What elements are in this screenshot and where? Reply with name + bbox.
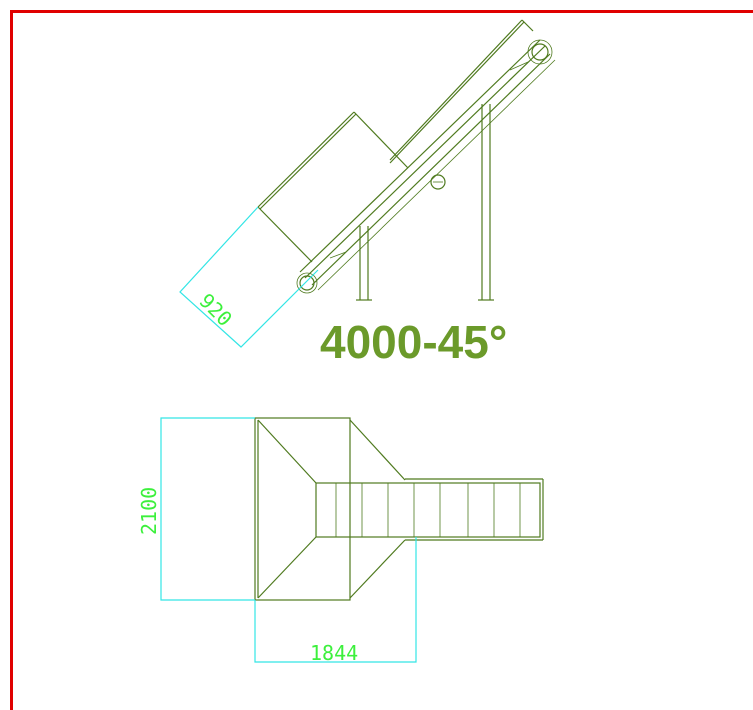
drawing-sheet: 920 4000-45°: [10, 10, 753, 710]
hopper-top-edge: [257, 111, 355, 208]
hopper-left-wall: [257, 206, 313, 263]
tail-bracket: [329, 251, 347, 259]
side-view: 920: [179, 19, 556, 348]
hopper-side-top: [349, 419, 406, 481]
conveyor-belt-top: [299, 39, 541, 273]
belt-outline: [315, 482, 541, 538]
hopper-side-bottom: [349, 539, 406, 599]
tail-pulley: [299, 275, 315, 291]
cad-drawing-canvas: 920 4000-45°: [137, 19, 556, 665]
dimension-2100-text: 2100: [137, 487, 161, 535]
hopper-right-wall: [353, 111, 409, 169]
head-bracket: [509, 61, 529, 71]
dimension-1844-text: 1844: [310, 641, 358, 665]
hopper-top-edge-inner: [259, 113, 357, 210]
tail-pulley-sprocket: [296, 272, 318, 294]
dimension-920-lines: [179, 206, 319, 348]
dimension-2100-lines: [160, 417, 255, 601]
dimension-920-text: 920: [194, 289, 237, 332]
conveyor-upper-rail: [389, 19, 523, 161]
conveyor-belt-bottom: [311, 53, 551, 286]
motor-symbol: [430, 174, 446, 190]
dimension-1844-lines: [254, 537, 417, 663]
conveyor-head-end: [521, 19, 534, 32]
conveyor-upper-rail-2: [389, 21, 525, 164]
drawing-title: 4000-45°: [320, 316, 507, 368]
hopper-slope-top: [257, 419, 317, 484]
hopper-outline: [254, 417, 351, 601]
top-view: 2100 1844: [137, 417, 544, 665]
head-pulley: [531, 43, 549, 61]
head-pulley-sprocket: [527, 39, 553, 65]
conveyor-belt-mid: [304, 45, 546, 279]
hopper-slope-bottom: [257, 536, 317, 599]
drawing-frame: [10, 10, 753, 710]
